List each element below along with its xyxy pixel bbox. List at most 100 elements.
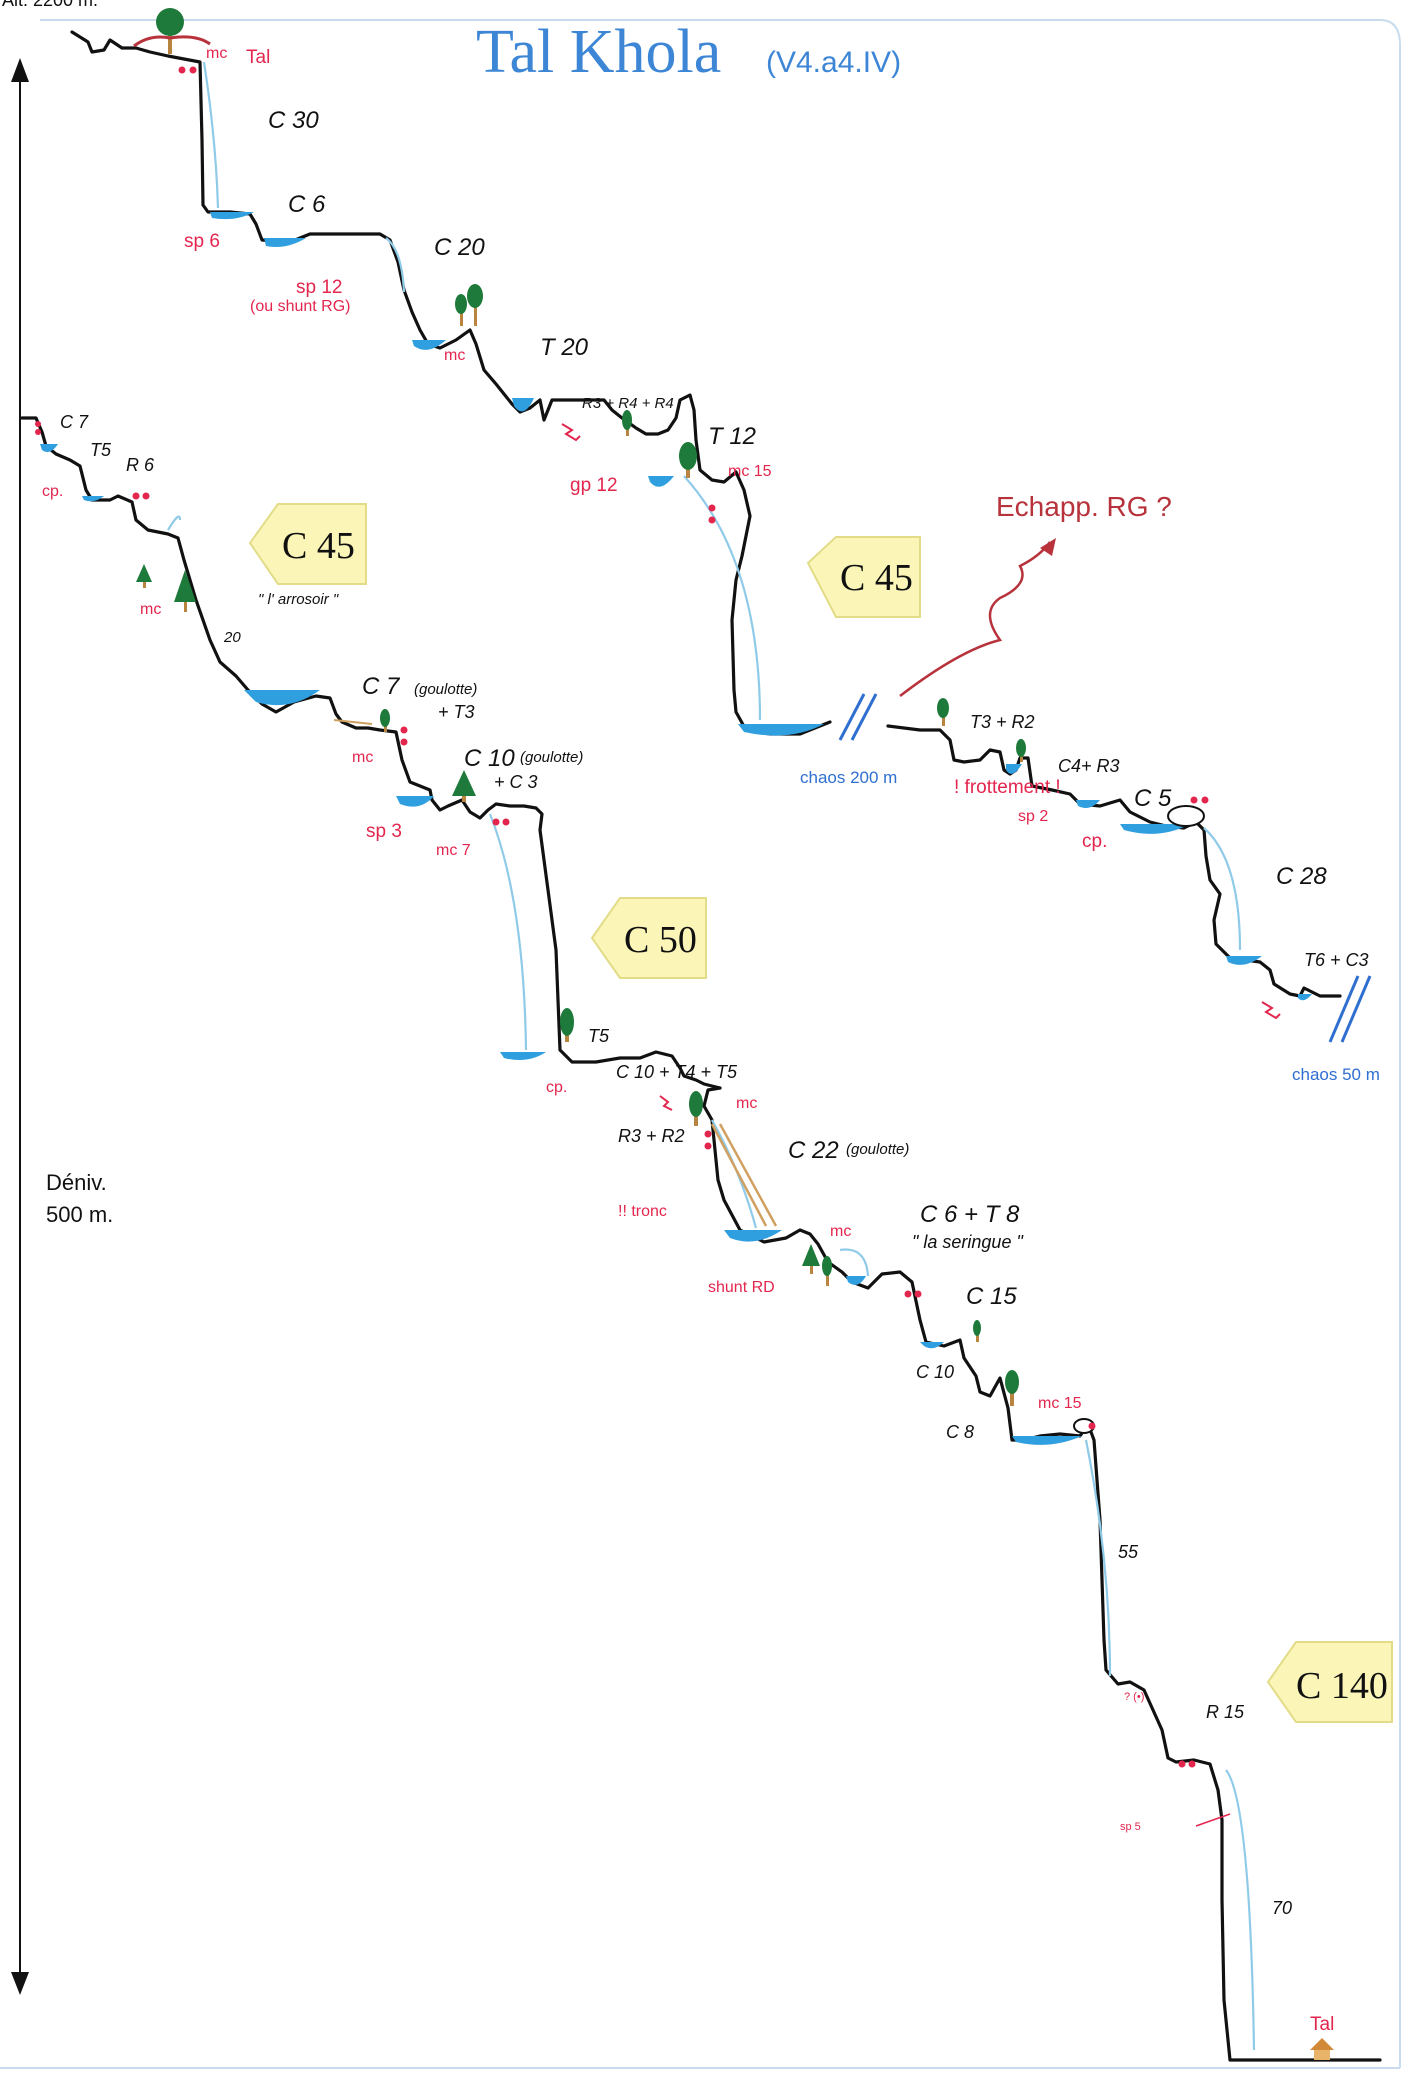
obstacle-c4r3: C4+ R3 (1058, 756, 1120, 776)
section-3-profile (886, 724, 1342, 1001)
tree-icon (136, 564, 196, 612)
tree-icon (1016, 739, 1026, 762)
red-note-shunt-rd: shunt RD (708, 1279, 775, 1296)
quote-arrosoir: " l' arrosoir " (258, 591, 339, 608)
pool (210, 212, 254, 220)
pool (1006, 764, 1022, 774)
anchor-dot (400, 738, 408, 746)
obstacle-c8: C 8 (946, 1422, 974, 1442)
obstacle-t12: T 12 (708, 423, 756, 450)
house-icon (1310, 2038, 1334, 2060)
obstacle-c10t4t5: C 10 + T4 + T5 (616, 1062, 738, 1082)
access-path (133, 35, 211, 48)
obstacle-c6t8: C 6 + T 8 (920, 1201, 1020, 1228)
anchor-dot (35, 421, 41, 427)
anchor-dot (502, 818, 510, 826)
obstacle-20: 20 (223, 629, 241, 646)
obstacle-r15: R 15 (1206, 1702, 1245, 1722)
chaos-50m: chaos 50 m (1292, 1065, 1380, 1084)
pool (1012, 1436, 1082, 1445)
anchor-dot (914, 1290, 922, 1298)
tree-icon (1005, 1370, 1019, 1406)
tree-trunk-obstacle (710, 1123, 768, 1227)
waterfall (683, 475, 762, 721)
waterfall (1084, 1439, 1112, 1677)
jump-arrow-icon (659, 1095, 673, 1111)
waterfall (1225, 1769, 1256, 2051)
obstacle-plus-c3: + C 3 (494, 772, 538, 792)
red-note-mc-c20: mc (444, 347, 465, 364)
obstacle-t3r2: T3 + R2 (970, 712, 1035, 732)
anchor-dot (132, 492, 140, 500)
section-2-profile (20, 416, 722, 1090)
boulder (1167, 805, 1205, 827)
chaos-break-icon (838, 693, 878, 741)
red-note-tronc: !! tronc (618, 1203, 667, 1220)
pool (1076, 800, 1100, 808)
obstacle-c10-goulotte: C 10 (464, 745, 515, 772)
big-label-c45-left: C 45 (282, 525, 355, 567)
tree-icon (560, 1008, 574, 1042)
tree-icon (452, 770, 476, 802)
jump-arrow-icon (561, 423, 581, 442)
obstacle-t5-mid: T5 (588, 1026, 610, 1046)
pool (1298, 994, 1312, 1001)
escape-path (899, 541, 1052, 697)
anchor-dot (904, 1290, 912, 1298)
big-tag (806, 536, 921, 618)
obstacle-c22: C 22 (788, 1137, 839, 1164)
chaos-200m: chaos 200 m (800, 768, 897, 787)
altitude-label: Alt. 2200 m. (2, 0, 98, 10)
big-label-c50: C 50 (624, 919, 697, 961)
obstacle-55: 55 (1118, 1542, 1139, 1562)
pool (396, 796, 434, 807)
anchor-dot (704, 1130, 712, 1138)
arrow-head-icon (1040, 538, 1056, 556)
obstacle-t6c3: T6 + C3 (1304, 950, 1369, 970)
obstacle-goulotte-2: (goulotte) (520, 749, 583, 766)
red-note-sp5: cp. (1082, 831, 1107, 852)
red-note-mc-c10: mc (736, 1095, 757, 1112)
page-title: Tal Khola (476, 18, 721, 86)
anchor-dot (1201, 796, 1209, 804)
tree-icon (973, 1320, 981, 1342)
obstacle-r6: R 6 (126, 455, 155, 475)
pool (738, 724, 824, 736)
obstacle-c7-left: C 7 (60, 412, 89, 432)
big-label-c140: C 140 (1296, 1665, 1388, 1707)
elevation-axis (11, 58, 29, 1995)
red-note-frottement: sp 5 (1120, 1821, 1141, 1833)
red-note-mc7: mc 7 (436, 842, 471, 859)
red-note-sp12: sp 12 (296, 277, 342, 298)
obstacle-70: 70 (1272, 1898, 1292, 1918)
anchor-dot (189, 66, 197, 74)
pool (724, 1230, 782, 1242)
obstacle-t20: T 20 (540, 334, 589, 361)
pool (920, 1342, 944, 1349)
waterfall (1203, 827, 1242, 951)
obstacle-r3r2: R3 + R2 (618, 1126, 685, 1146)
red-note-sp3: sp 3 (366, 821, 402, 842)
page-frame (40, 19, 1401, 2068)
red-note-cp-2: cp. (546, 1079, 567, 1096)
obstacle-r3r4r4: R3 + R4 + R4 (582, 395, 674, 412)
big-tag (248, 503, 367, 585)
anchor-dot (708, 504, 716, 512)
obstacle-goulotte-1: (goulotte) (414, 681, 477, 698)
tree-icon (802, 1244, 832, 1286)
anchor-dot (1188, 1760, 1196, 1768)
obstacle-c20: C 20 (434, 234, 485, 261)
obstacle-plus-t3: + T3 (438, 702, 475, 722)
red-note-mc-arrosoir: mc (140, 601, 161, 618)
pool (648, 476, 674, 487)
red-note-mc-c6: mc (830, 1223, 851, 1240)
pool (244, 690, 320, 706)
waterfall (385, 237, 406, 293)
deniv-label: Déniv. (46, 1170, 107, 1195)
red-note-cp-1: cp. (42, 483, 63, 500)
red-note-mc15-low: mc 15 (1038, 1395, 1082, 1412)
obstacle-seringue: " la seringue " (912, 1232, 1024, 1252)
pool (500, 1052, 546, 1060)
anchor-dot (142, 492, 150, 500)
